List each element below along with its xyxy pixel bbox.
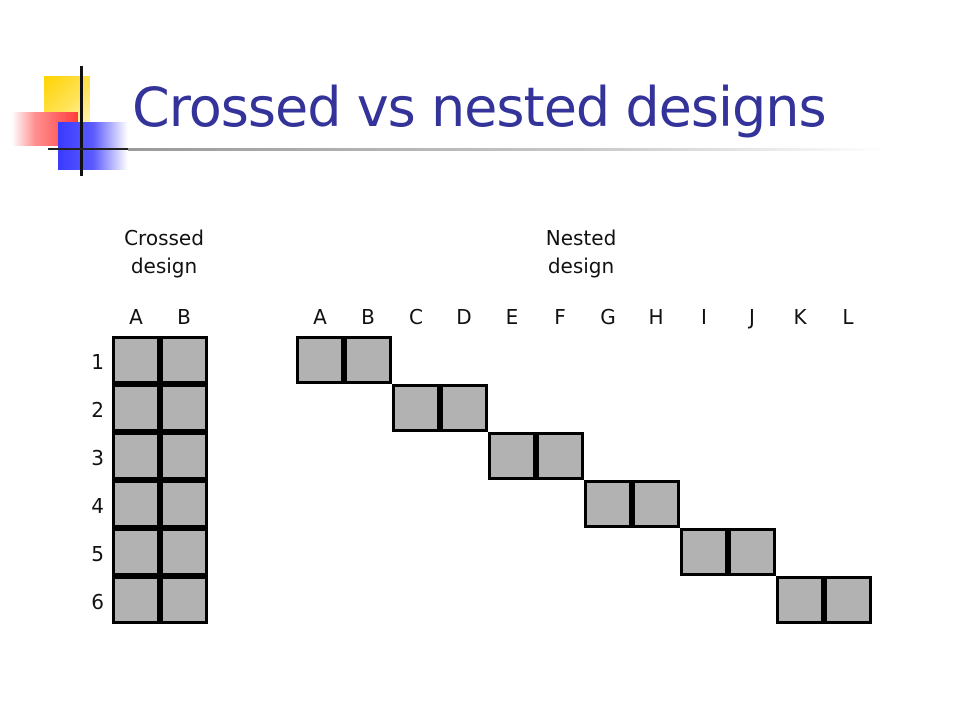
- nested-caption: Nested design: [501, 224, 661, 280]
- nested-column-label: I: [701, 305, 707, 329]
- nested-cell: [488, 432, 536, 480]
- nested-column-label: E: [505, 305, 519, 329]
- crossed-column-label: B: [177, 305, 191, 329]
- nested-cell: [536, 432, 584, 480]
- crossed-cell: [112, 576, 160, 624]
- nested-column-label: A: [313, 305, 327, 329]
- nested-cell: [776, 576, 824, 624]
- crossed-row-label: 1: [91, 350, 104, 374]
- nested-cell: [824, 576, 872, 624]
- nested-cell: [632, 480, 680, 528]
- crossed-cell: [160, 480, 208, 528]
- nested-column-label: K: [793, 305, 807, 329]
- nested-column-label: D: [456, 305, 472, 329]
- crossed-cell: [112, 480, 160, 528]
- nested-column-label: J: [749, 305, 755, 329]
- crossed-caption: Crossed design: [84, 224, 244, 280]
- crossed-cell: [112, 384, 160, 432]
- crossed-caption-line2: design: [130, 254, 198, 278]
- crossed-row-label: 2: [91, 398, 104, 422]
- crossed-cell: [160, 576, 208, 624]
- nested-caption-line2: design: [547, 254, 615, 278]
- nested-column-label: B: [361, 305, 375, 329]
- nested-cell: [344, 336, 392, 384]
- nested-column-label: L: [842, 305, 854, 329]
- crossed-cell: [112, 336, 160, 384]
- crossed-cell: [160, 336, 208, 384]
- logo-blue-square: [58, 122, 128, 170]
- crossed-row-label: 4: [91, 494, 104, 518]
- crossed-column-label: A: [129, 305, 143, 329]
- nested-cell: [440, 384, 488, 432]
- logo-horizontal-line: [48, 148, 134, 150]
- nested-column-label: H: [648, 305, 664, 329]
- crossed-cell: [160, 528, 208, 576]
- slide-title: Crossed vs nested designs: [132, 76, 827, 139]
- nested-cell: [296, 336, 344, 384]
- nested-column-label: F: [554, 305, 566, 329]
- crossed-row-label: 6: [91, 590, 104, 614]
- nested-column-label: C: [409, 305, 423, 329]
- crossed-row-label: 5: [91, 542, 104, 566]
- crossed-caption-line1: Crossed: [124, 226, 204, 250]
- crossed-cell: [112, 432, 160, 480]
- nested-cell: [584, 480, 632, 528]
- crossed-cell: [112, 528, 160, 576]
- title-underline: [128, 148, 888, 151]
- crossed-row-label: 3: [91, 446, 104, 470]
- crossed-cell: [160, 432, 208, 480]
- nested-caption-line1: Nested: [545, 226, 617, 250]
- nested-cell: [680, 528, 728, 576]
- nested-column-label: G: [600, 305, 616, 329]
- nested-cell: [728, 528, 776, 576]
- crossed-cell: [160, 384, 208, 432]
- logo-vertical-line: [80, 66, 83, 176]
- nested-cell: [392, 384, 440, 432]
